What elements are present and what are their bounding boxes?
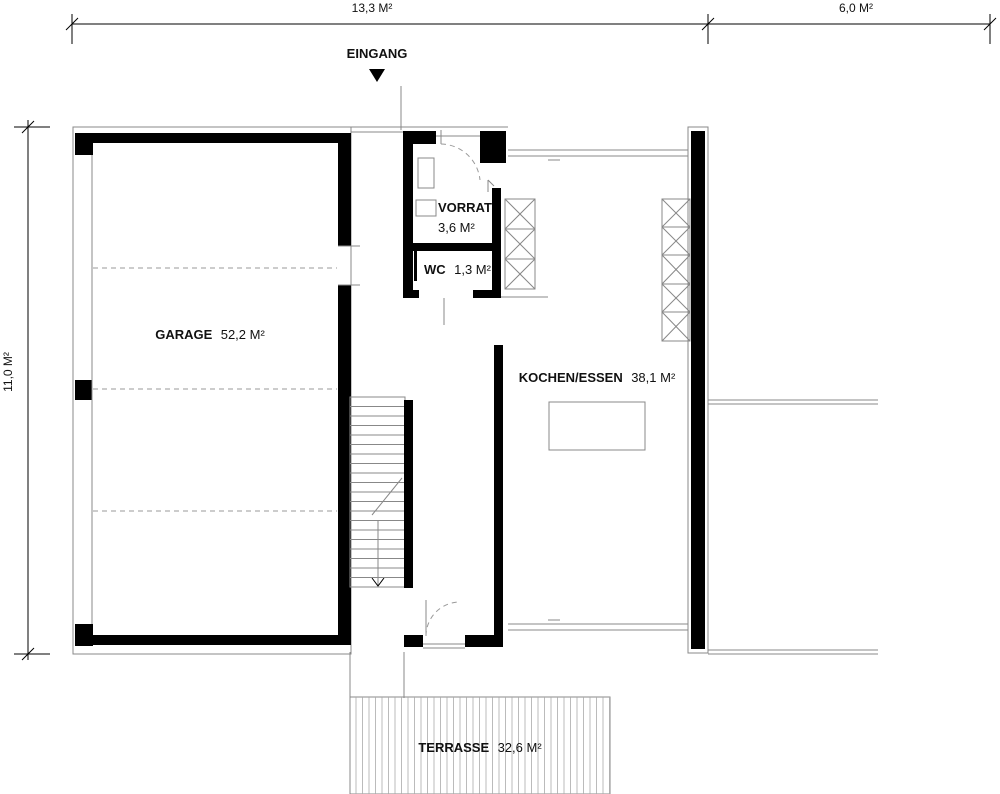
terrace (349, 696, 611, 794)
kitchen-name: KOCHEN/ESSEN (519, 370, 623, 385)
vorrat-area: 3,6 M² (438, 220, 476, 235)
outdoor-lines (349, 399, 878, 698)
entrance-marker: EINGANG (347, 46, 408, 130)
terrace-label: TERRASSE 32,6 M² (418, 739, 542, 756)
garage-name: GARAGE (155, 327, 212, 342)
terrace-name: TERRASSE (418, 740, 489, 755)
left-dimension: 11,0 M² (1, 120, 50, 661)
wc-area: 1,3 M² (454, 262, 492, 277)
cabinet-left (501, 198, 548, 298)
dimension-width-total: 13,3 M² (352, 1, 393, 15)
kitchen-walls (404, 126, 709, 654)
dimension-width-extension: 6,0 M² (839, 1, 873, 15)
garage-walls (72, 126, 360, 655)
cabinet-right (661, 198, 691, 342)
terrace-area: 32,6 M² (498, 740, 543, 755)
top-dimension: 13,3 M² 6,0 M² (65, 1, 997, 44)
wc-name: WC (424, 262, 446, 277)
kitchen-area: 38,1 M² (631, 370, 676, 385)
wc-label: WC 1,3 M² (424, 261, 492, 278)
dimension-height-total: 11,0 M² (1, 352, 15, 392)
vorrat-name: VORRAT (438, 200, 492, 215)
entrance-label: EINGANG (347, 46, 408, 61)
garage-area: 52,2 M² (221, 327, 266, 342)
entrance-arrow-icon (369, 69, 385, 82)
hallway (349, 126, 508, 588)
garage-label: GARAGE 52,2 M² (155, 326, 265, 343)
kitchen-label: KOCHEN/ESSEN 38,1 M² (519, 369, 676, 386)
vorrat-wc-walls (403, 130, 548, 325)
kitchen-island (548, 401, 646, 451)
